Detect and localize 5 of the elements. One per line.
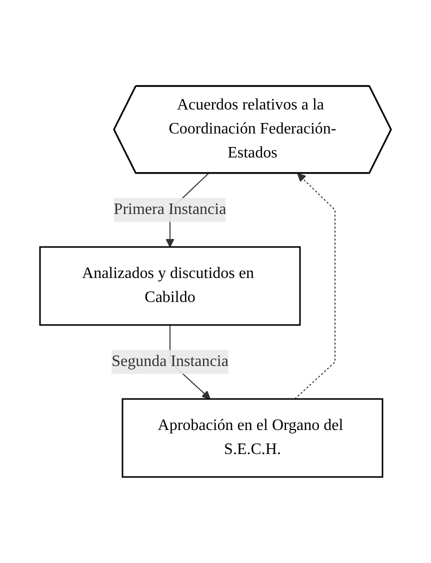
node-box: Aprobación en el Organo del S.E.C.H.: [122, 398, 384, 478]
edge-label: Primera Instancia: [114, 200, 226, 218]
node-box: Analizados y discutidos en Cabildo: [39, 246, 301, 326]
edge-label: Segunda Instancia: [112, 352, 228, 370]
arrow: [294, 173, 336, 400]
